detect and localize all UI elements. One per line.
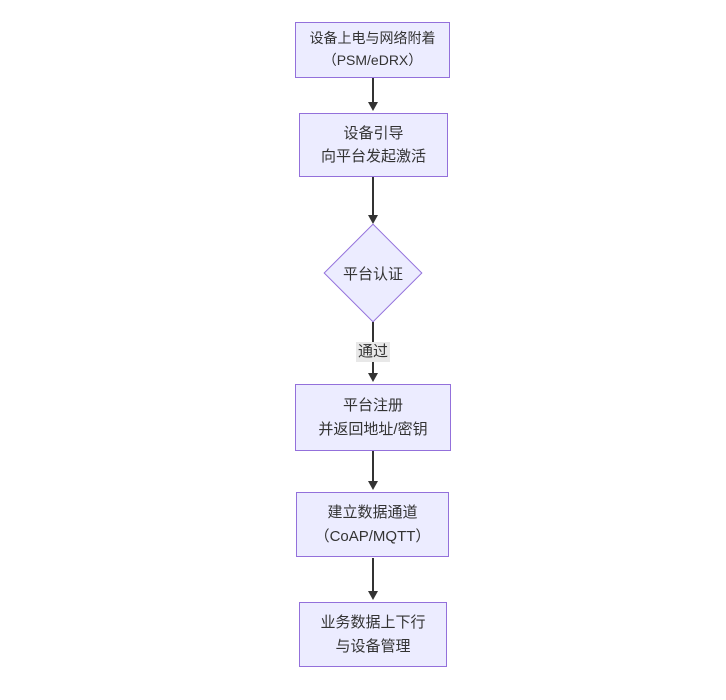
node-line: 业务数据上下行 <box>320 614 426 632</box>
arrow-down-icon <box>368 102 378 111</box>
node-line: 设备上电与网络附着 <box>309 30 436 47</box>
flow-node-business-data: 业务数据上下行 与设备管理 <box>299 602 447 667</box>
flow-node-data-channel: 建立数据通道 （CoAP/MQTT） <box>296 492 449 557</box>
flow-node-power-network-attach: 设备上电与网络附着 （PSM/eDRX） <box>295 22 450 78</box>
arrow-down-icon <box>368 373 378 382</box>
node-line: 向平台发起激活 <box>320 148 426 165</box>
node-line: 并返回地址/密钥 <box>318 420 428 438</box>
edge-label-pass: 通过 <box>355 342 391 363</box>
flow-arrow-line <box>372 451 374 482</box>
node-line: 建立数据通道 <box>327 504 418 522</box>
node-line: 与设备管理 <box>335 637 411 655</box>
flow-node-device-bootstrap: 设备引导 向平台发起激活 <box>299 113 448 177</box>
node-line: （PSM/eDRX） <box>322 52 423 68</box>
flow-decision-platform-auth: 平台认证 <box>323 223 423 323</box>
arrow-down-icon <box>368 591 378 600</box>
arrow-down-icon <box>368 481 378 490</box>
node-line: 平台注册 <box>342 397 403 415</box>
node-line: （CoAP/MQTT） <box>314 527 431 545</box>
flow-node-platform-register: 平台注册 并返回地址/密钥 <box>295 384 451 451</box>
arrow-down-icon <box>368 215 378 224</box>
node-line: 平台认证 <box>342 265 403 283</box>
flow-arrow-line <box>372 177 374 216</box>
flow-arrow-line <box>372 78 374 103</box>
flow-arrow-line <box>372 558 374 592</box>
node-line: 设备引导 <box>343 124 404 142</box>
